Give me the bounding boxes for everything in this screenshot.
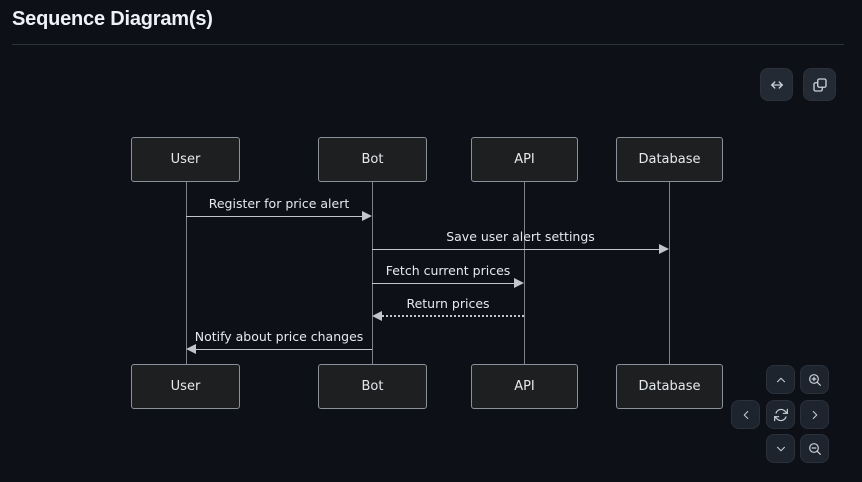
zoom-in-button[interactable] <box>800 365 829 394</box>
actor-label: Database <box>638 379 701 394</box>
message-label: Fetch current prices <box>385 263 511 278</box>
zoom-out-button[interactable] <box>800 434 829 463</box>
arrows-horizontal-icon <box>770 80 783 89</box>
message-line <box>196 349 372 350</box>
actor-bot-bottom: Bot <box>318 364 427 409</box>
page-title: Sequence Diagram(s) <box>12 8 213 30</box>
actor-database-top: Database <box>616 137 723 182</box>
message-line <box>382 315 524 317</box>
arrowhead-right-icon <box>659 244 669 254</box>
message-label: Save user alert settings <box>446 229 595 244</box>
lifeline-user <box>186 182 187 364</box>
lifeline-database <box>669 182 670 364</box>
chevron-right-icon <box>812 410 817 419</box>
reset-view-button[interactable] <box>766 400 795 429</box>
pan-right-button[interactable] <box>800 400 829 429</box>
message-label: Register for price alert <box>208 196 350 211</box>
arrowhead-left-icon <box>372 311 382 321</box>
lifeline-bot <box>372 182 373 364</box>
actor-user-top: User <box>131 137 240 182</box>
message-line <box>372 249 660 250</box>
actor-api-top: API <box>471 137 578 182</box>
actor-label: User <box>170 379 201 394</box>
actor-label: Bot <box>361 152 384 167</box>
pan-up-button[interactable] <box>766 365 795 394</box>
message-label: Return prices <box>406 296 490 311</box>
message-line <box>372 283 515 284</box>
magnifier-plus-icon <box>808 373 821 386</box>
arrowhead-right-icon <box>362 211 372 221</box>
message-label: Notify about price changes <box>194 329 364 344</box>
fit-width-button[interactable] <box>760 68 793 101</box>
actor-label: Database <box>638 152 701 167</box>
actor-database-bottom: Database <box>616 364 723 409</box>
pan-down-button[interactable] <box>766 434 795 463</box>
copy-icon <box>812 77 827 92</box>
magnifier-minus-icon <box>808 442 821 455</box>
refresh-icon <box>773 408 788 421</box>
actor-bot-top: Bot <box>318 137 427 182</box>
header-divider <box>12 44 844 45</box>
arrowhead-right-icon <box>514 278 524 288</box>
actor-label: Bot <box>361 379 384 394</box>
actor-label: User <box>170 152 201 167</box>
chevron-up-icon <box>776 377 785 382</box>
lifeline-api <box>524 182 525 364</box>
chevron-left-icon <box>743 410 748 419</box>
arrowhead-left-icon <box>186 344 196 354</box>
pan-left-button[interactable] <box>731 400 760 429</box>
actor-label: API <box>514 379 535 394</box>
chevron-down-icon <box>776 446 785 451</box>
copy-button[interactable] <box>803 68 836 101</box>
actor-api-bottom: API <box>471 364 578 409</box>
message-line <box>186 216 363 217</box>
actor-label: API <box>514 152 535 167</box>
actor-user-bottom: User <box>131 364 240 409</box>
